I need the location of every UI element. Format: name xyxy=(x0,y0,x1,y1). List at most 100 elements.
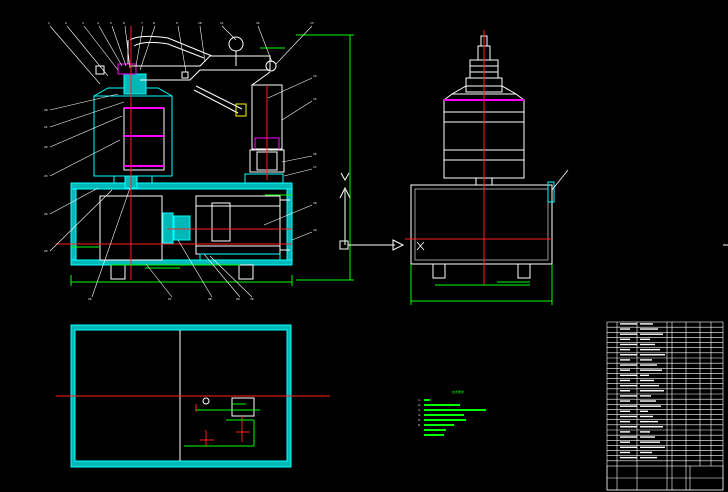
base-right-wall xyxy=(286,188,293,261)
coupling-right xyxy=(173,215,191,241)
leader-label: 9 xyxy=(176,21,178,25)
link-clevis xyxy=(235,103,247,117)
motor-terminal-box xyxy=(211,202,231,242)
title-block-text-stroke xyxy=(620,348,630,351)
title-block-text-stroke xyxy=(620,446,637,449)
leader-label: 22 xyxy=(44,145,48,149)
front-view-leader-labels: 1 2 3 4 5 6 7 8 9 10 11 12 13 14 15 16 1… xyxy=(44,21,317,301)
title-block-text-stroke xyxy=(640,420,658,423)
front-view-dimensions xyxy=(70,34,354,286)
front-view-centerlines xyxy=(56,26,292,280)
title-block-text-stroke xyxy=(640,333,663,335)
lever-arm xyxy=(130,55,271,81)
title-block-text-stroke xyxy=(640,369,662,371)
motor-mount xyxy=(199,253,281,261)
leader-label: 27 xyxy=(168,297,172,301)
leader-label: 4 xyxy=(97,21,99,25)
title-block-text-stroke xyxy=(620,343,637,346)
title-block-text-stroke xyxy=(620,384,637,387)
title-block xyxy=(606,321,724,491)
leader-label: 16 xyxy=(313,152,317,156)
title-block-text-stroke xyxy=(640,451,652,454)
leader-label: 19 xyxy=(313,228,317,232)
side-foot-left xyxy=(432,263,446,279)
feed-pipe-inner xyxy=(133,41,205,59)
title-block-text-stroke xyxy=(640,410,648,413)
leader-label: 29 xyxy=(236,297,240,301)
leader-label: 13 xyxy=(310,21,314,25)
title-block-text-stroke xyxy=(640,384,659,387)
coupling-left xyxy=(162,212,174,244)
cylinder-mount xyxy=(244,173,284,184)
title-block-text-stroke xyxy=(640,395,651,397)
title-block-text-stroke xyxy=(620,379,630,382)
title-block-text-stroke xyxy=(620,410,630,413)
title-block-text-stroke xyxy=(620,395,637,397)
title-block-text-stroke xyxy=(620,436,637,438)
leader-label: 5 xyxy=(110,21,112,25)
title-block-text-stroke xyxy=(640,328,658,330)
title-block-text-stroke xyxy=(640,364,657,366)
note-line: 4. xyxy=(418,413,422,417)
title-block-text-stroke xyxy=(620,374,637,377)
leader-label: 10 xyxy=(198,21,202,25)
title-block-text-stroke xyxy=(640,343,655,346)
leader-label: 28 xyxy=(208,297,212,301)
title-block-text-stroke xyxy=(620,426,637,428)
title-block-text-stroke xyxy=(620,441,630,443)
title-block-text-stroke xyxy=(640,456,657,459)
leader-label: 20 xyxy=(44,108,48,112)
foot-right xyxy=(238,264,254,280)
title-block-text-stroke xyxy=(640,431,650,433)
technical-notes: 技术要求 1. 2. 3. 4. 5. 6. xyxy=(418,389,486,436)
leader-label: 3 xyxy=(82,21,84,25)
leader-label: 6 xyxy=(123,21,125,25)
leader-label: 30 xyxy=(250,297,254,301)
title-block-text-stroke xyxy=(620,451,630,454)
title-block-text-stroke xyxy=(620,328,630,330)
title-block-text-stroke xyxy=(640,338,650,341)
title-block-text-stroke xyxy=(620,333,637,335)
pivot-block xyxy=(181,71,189,79)
leader-label: 25 xyxy=(44,249,48,253)
leader-label: 15 xyxy=(313,97,317,101)
note-line: 2. xyxy=(418,403,422,407)
side-view xyxy=(410,35,555,279)
title-block-text-stroke xyxy=(640,415,653,418)
base-left-wall xyxy=(70,188,77,261)
feed-pipe xyxy=(129,35,213,57)
title-block-text-stroke xyxy=(640,323,653,325)
title-block-text-stroke xyxy=(640,426,663,428)
side-view-dimensions xyxy=(410,264,553,305)
title-block-text-stroke xyxy=(620,456,637,459)
title-block-text-stroke xyxy=(620,390,630,392)
title-block-text-stroke xyxy=(640,359,652,361)
title-block-text-stroke xyxy=(620,420,630,423)
side-handle xyxy=(547,181,555,203)
title-block-text-stroke xyxy=(640,436,655,438)
notes-heading: 技术要求 xyxy=(452,389,464,394)
base-top-plate xyxy=(70,182,293,190)
title-block-text-stroke xyxy=(620,415,637,418)
title-block-text-stroke xyxy=(640,354,665,356)
pulley xyxy=(265,60,277,72)
leader-label: 24 xyxy=(44,212,48,216)
leader-label: 8 xyxy=(153,21,155,25)
title-block-text-stroke xyxy=(620,431,630,433)
note-line: 3. xyxy=(418,408,422,412)
title-block-text-stroke xyxy=(640,441,660,443)
view-direction-arrow xyxy=(339,172,405,251)
title-block-text-stroke xyxy=(640,390,664,392)
title-block-text-stroke xyxy=(620,369,630,371)
leader-label: 17 xyxy=(313,165,317,169)
front-view xyxy=(70,35,293,280)
title-block-text-stroke xyxy=(640,374,649,377)
title-block-text-stroke xyxy=(620,364,637,366)
leader-label: 7 xyxy=(141,21,143,25)
title-block-text-stroke xyxy=(640,348,660,351)
side-foot-right xyxy=(517,263,531,279)
head-block xyxy=(123,73,147,95)
front-view-leaders xyxy=(49,25,313,298)
leader-label: 1 xyxy=(48,21,50,25)
